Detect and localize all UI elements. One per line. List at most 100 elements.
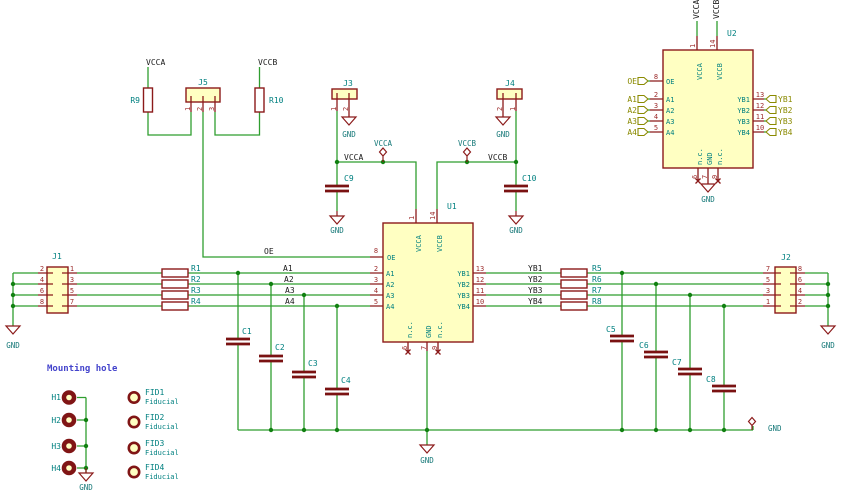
capacitor-c5[interactable] — [610, 334, 634, 343]
r10-ref: R10 — [269, 96, 284, 105]
j5-ref: J5 — [198, 78, 208, 87]
u1-pin5-num: 5 — [374, 298, 378, 306]
j5-pin1: 1 — [184, 107, 192, 111]
fid4-ref: FID4 — [145, 463, 164, 472]
j2-pin3: 3 — [766, 287, 770, 295]
u2-pin6-name: n.c. — [696, 148, 704, 165]
r5-ref: R5 — [592, 264, 602, 273]
resistor-r6[interactable] — [560, 279, 588, 289]
r3-ref: R3 — [191, 286, 201, 295]
resistor-r9[interactable] — [142, 87, 154, 113]
resistor-r5[interactable] — [560, 268, 588, 278]
global-label-a1: A1 — [627, 95, 637, 104]
connector-j4[interactable]: J4 2 1 — [496, 79, 523, 117]
capacitor-c6[interactable] — [644, 350, 668, 359]
c3-ref: C3 — [308, 359, 318, 368]
r2-ref: R2 — [191, 275, 201, 284]
u2-pin10-name: YB4 — [737, 129, 750, 137]
u2-ref: U2 — [727, 29, 737, 38]
u1-pin8-name: OE — [387, 254, 395, 262]
u2-pin14-name: VCCB — [716, 63, 724, 80]
connector-j3[interactable]: J3 1 2 — [330, 79, 358, 117]
fiducial-fid3[interactable] — [127, 441, 141, 455]
ic-u2[interactable]: U2 1 14 VCCA VCCB 8 OE 2 3 4 5 A1 A2 A3 … — [650, 29, 764, 184]
u1-pin5-name: A4 — [386, 303, 394, 311]
resistor-r8[interactable] — [560, 301, 588, 311]
net-label-vcca-u2: VCCA — [692, 0, 701, 19]
u1-pin2-name: A1 — [386, 270, 394, 278]
j5-pin3: 3 — [208, 107, 216, 111]
connector-j1[interactable]: J1 2 4 6 8 1 3 5 7 — [38, 252, 77, 314]
u1-pin12-name: YB2 — [457, 281, 470, 289]
u1-pin13-name: YB1 — [457, 270, 470, 278]
capacitor-c2[interactable] — [259, 354, 283, 363]
resistor-r2[interactable] — [161, 279, 189, 289]
c2-ref: C2 — [275, 343, 285, 352]
resistor-r7[interactable] — [560, 290, 588, 300]
j4-pin1: 1 — [509, 107, 517, 111]
capacitor-c1[interactable] — [226, 337, 250, 346]
j1-pin1: 1 — [70, 265, 74, 273]
capacitor-c3[interactable] — [292, 370, 316, 379]
capacitor-c8[interactable] — [712, 384, 736, 393]
u2-pin11-num: 11 — [756, 113, 764, 121]
capacitors[interactable]: C1 C2 C3 C4 C5 C6 C7 C8 C9 C10 — [226, 174, 736, 396]
net-label-vccb-u2: VCCB — [712, 0, 721, 19]
j2-pin6: 6 — [798, 276, 802, 284]
resistor-r3[interactable] — [161, 290, 189, 300]
power-flags[interactable]: VCCA VCCB GND — [374, 139, 782, 433]
u2-pin2-num: 2 — [654, 91, 658, 99]
u2-pin9-num: 9 — [711, 175, 719, 179]
connector-j5[interactable]: J5 1 2 3 — [184, 78, 221, 112]
fid2-ref: FID2 — [145, 413, 164, 422]
gnd-flag-label: GND — [768, 424, 782, 433]
mounting-holes[interactable]: Mounting hole H1 H2 H3 H4 — [47, 363, 118, 476]
c7-ref: C7 — [672, 358, 682, 367]
u2-pin4-name: A3 — [666, 118, 674, 126]
u1-pin13-num: 13 — [476, 265, 484, 273]
gnd-label-c10: GND — [509, 226, 523, 235]
resistor-r10[interactable] — [254, 87, 265, 113]
fid3-value: Fiducial — [145, 449, 179, 457]
net-labels[interactable]: VCCA VCCB OE VCCA VCCB A1 A2 A3 A4 YB1 Y… — [146, 0, 721, 306]
resistor-r4[interactable] — [161, 301, 189, 311]
global-label-a3: A3 — [627, 117, 637, 126]
j4-ref: J4 — [505, 79, 515, 88]
u2-pin7-num: 7 — [701, 175, 709, 179]
fiducial-fid4[interactable] — [127, 465, 141, 479]
u2-pin5-name: A4 — [666, 129, 674, 137]
global-label-arrows — [637, 76, 777, 137]
gnd-label-j4: GND — [496, 130, 510, 139]
fiducial-fid2[interactable] — [127, 415, 141, 429]
global-label-yb2: YB2 — [778, 106, 793, 115]
u1-pin1-name: VCCA — [415, 234, 423, 252]
capacitor-c9[interactable] — [325, 184, 349, 193]
u2-global-labels[interactable]: OE A1 A2 A3 A4 YB1 YB2 YB3 YB4 — [627, 76, 793, 137]
h2-hole — [66, 417, 72, 423]
u2-pin4-num: 4 — [654, 113, 658, 121]
ic-u1[interactable]: U1 1 14 VCCA VCCB 8 OE 2 3 4 5 A1 A2 A3 … — [370, 202, 486, 355]
net-label-a1: A1 — [283, 264, 293, 273]
fiducial-fid1[interactable] — [127, 390, 141, 404]
u2-pin8-name: OE — [666, 78, 674, 86]
c1-ref: C1 — [242, 327, 252, 336]
u1-pin14-name: VCCB — [436, 235, 444, 252]
fiducials[interactable]: FID1 Fiducial FID2 Fiducial FID3 Fiducia… — [127, 388, 179, 481]
capacitor-c10[interactable] — [504, 184, 528, 193]
resistors[interactable]: R1 R2 R3 R4 R5 R6 R7 R8 R9 R10 — [130, 87, 602, 311]
j1-pin7: 7 — [70, 298, 74, 306]
resistor-r1[interactable] — [161, 268, 189, 278]
u2-pin11-name: YB3 — [737, 118, 750, 126]
u1-pin10-name: YB4 — [457, 303, 470, 311]
connector-j2[interactable]: J2 7 5 3 1 8 6 4 2 — [763, 253, 805, 314]
j1-pin5: 5 — [70, 287, 74, 295]
c5-ref: C5 — [606, 325, 616, 334]
u1-pin8-num: 8 — [374, 247, 378, 255]
gnd-label-c9: GND — [330, 226, 344, 235]
h4-hole — [66, 465, 72, 471]
fid3-ref: FID3 — [145, 439, 164, 448]
capacitor-c7[interactable] — [678, 367, 702, 376]
capacitor-c4[interactable] — [325, 387, 349, 396]
